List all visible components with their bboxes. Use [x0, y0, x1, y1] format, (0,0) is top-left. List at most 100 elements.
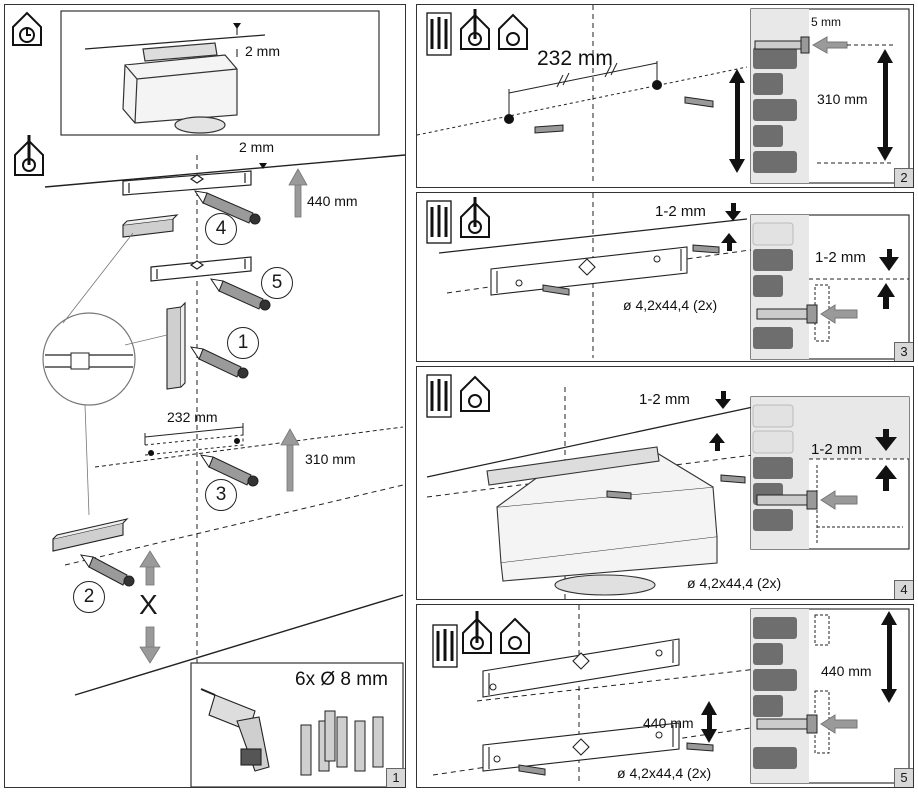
screw-spec-label: ø 4,2x44,4 (2x)	[687, 575, 782, 591]
black-arrow-down-inset	[875, 429, 897, 451]
gap-label-inset: 1-2 mm	[815, 249, 866, 266]
wall-plug-pack-icon	[426, 12, 452, 56]
pencil-icon	[189, 346, 249, 379]
wall-plug-pack-icon	[432, 624, 458, 668]
grey-arrow-440	[288, 168, 308, 218]
grey-arrow-left	[820, 714, 858, 734]
drill-house-icon	[460, 9, 490, 50]
step-2-panel: 232 mm 5 mm 310 mm 2	[416, 4, 914, 188]
screw-icon	[606, 490, 632, 500]
black-arrow-310-inset	[877, 49, 893, 161]
brick-wall	[751, 397, 809, 549]
wall-plug-icon	[756, 490, 818, 510]
brick-wall	[751, 9, 809, 183]
black-arrow-down-inset	[879, 249, 899, 271]
brick-wall	[751, 609, 809, 783]
wall-plug-icon	[300, 710, 384, 776]
step-number: 5	[894, 768, 913, 787]
gap-label: 1-2 mm	[639, 391, 690, 408]
wall-plug-icon	[756, 714, 818, 734]
dimension-5-label: 5 mm	[811, 15, 841, 29]
screw-icon	[720, 474, 746, 484]
drill-icon	[200, 688, 270, 772]
bracket-icon-top	[482, 638, 680, 698]
dimension-232	[144, 423, 244, 456]
dimension-310-label: 310 mm	[305, 451, 356, 467]
spirit-level-1	[122, 214, 179, 238]
pencil-icon	[193, 190, 261, 225]
drill-house-icon	[14, 135, 44, 176]
house-icon	[460, 375, 490, 412]
dimension-440-inset-label: 440 mm	[821, 663, 872, 679]
house-icon	[500, 617, 530, 654]
step-3-panel: 1-2 mm 1-2 mm ø 4,2x44,4 (2x) 3	[416, 192, 914, 362]
bracket-outline-middle	[150, 256, 252, 282]
pencil-icon	[199, 454, 259, 487]
screw-icon	[518, 764, 546, 776]
step-number: 2	[894, 168, 913, 187]
inset-hood-illustration	[122, 42, 238, 134]
grey-arrow-down	[139, 626, 161, 664]
step-4-illustration	[426, 374, 910, 599]
dimension-440-label: 440 mm	[307, 193, 358, 209]
spirit-level-2	[52, 518, 129, 552]
brick-wall	[751, 215, 809, 359]
black-arrow-down	[725, 203, 741, 221]
screw-spec-label: ø 4,2x44,4 (2x)	[623, 297, 718, 313]
x-mark: X	[139, 589, 158, 620]
bracket-outline-top	[122, 170, 252, 196]
step-number: 4	[894, 580, 913, 599]
screw-icon	[684, 96, 714, 108]
gap-label-2mm: 2 mm	[239, 139, 274, 155]
black-arrow-310	[729, 69, 745, 173]
step-3-illustration	[426, 193, 910, 360]
step-2-illustration	[417, 5, 910, 184]
step-circle-3: 3	[205, 479, 237, 511]
dimension-232-label: 232 mm	[167, 409, 218, 425]
wall-plug-icon	[756, 304, 818, 324]
step-circle-2: 2	[73, 581, 105, 613]
pencil-icon	[79, 554, 135, 587]
wall-plug-pack-icon	[426, 374, 452, 418]
step-circle-5: 5	[261, 267, 293, 299]
bracket-icon-bottom	[482, 722, 680, 772]
hood-icon	[486, 446, 718, 596]
drill-house-icon	[460, 197, 490, 238]
step-5-panel: 440 mm 440 mm ø 4,2x44,4 (2x) 5	[416, 604, 914, 788]
black-arrow-up	[721, 233, 737, 251]
house-icon	[12, 11, 42, 46]
drill-house-icon	[462, 611, 492, 654]
black-arrow-up-inset	[875, 465, 897, 491]
drill-inset-box	[190, 662, 404, 787]
step-4-panel: 1-2 mm 1-2 mm ø 4,2x44,4 (2x) 4	[416, 366, 914, 600]
black-arrow-up-inset	[877, 283, 895, 309]
step-1-illustration	[12, 10, 405, 787]
step-circle-1: 1	[227, 327, 259, 359]
screw-spec-label: ø 4,2x44,4 (2x)	[617, 765, 712, 781]
spirit-level-vertical	[166, 301, 186, 390]
house-icon	[498, 13, 528, 50]
screw-icon	[692, 244, 720, 254]
pencil-icon	[209, 278, 271, 311]
grey-arrow-left	[820, 490, 858, 510]
grey-arrow-310	[280, 428, 300, 492]
black-arrow-440-inset	[881, 611, 897, 703]
black-arrow-down	[715, 391, 731, 409]
step-5-illustration	[432, 605, 910, 785]
bracket-icon	[490, 246, 688, 296]
wall-plug-pack-icon	[426, 200, 452, 244]
step-number: 1	[386, 768, 405, 787]
black-arrow-440	[701, 701, 717, 743]
black-arrow-up	[709, 433, 725, 451]
screw-icon	[542, 284, 570, 296]
dimension-310-label: 310 mm	[817, 91, 868, 107]
screw-icon	[686, 742, 714, 752]
wall-plug-icon	[754, 36, 810, 54]
grey-arrow-left	[820, 304, 858, 324]
step-circle-4: 4	[205, 213, 237, 245]
screw-icon	[534, 124, 564, 134]
grey-arrow-up	[139, 550, 161, 586]
gap-label-inset: 1-2 mm	[811, 441, 862, 458]
step-number: 3	[894, 342, 913, 361]
drill-spec-label: 6x Ø 8 mm	[295, 669, 388, 690]
